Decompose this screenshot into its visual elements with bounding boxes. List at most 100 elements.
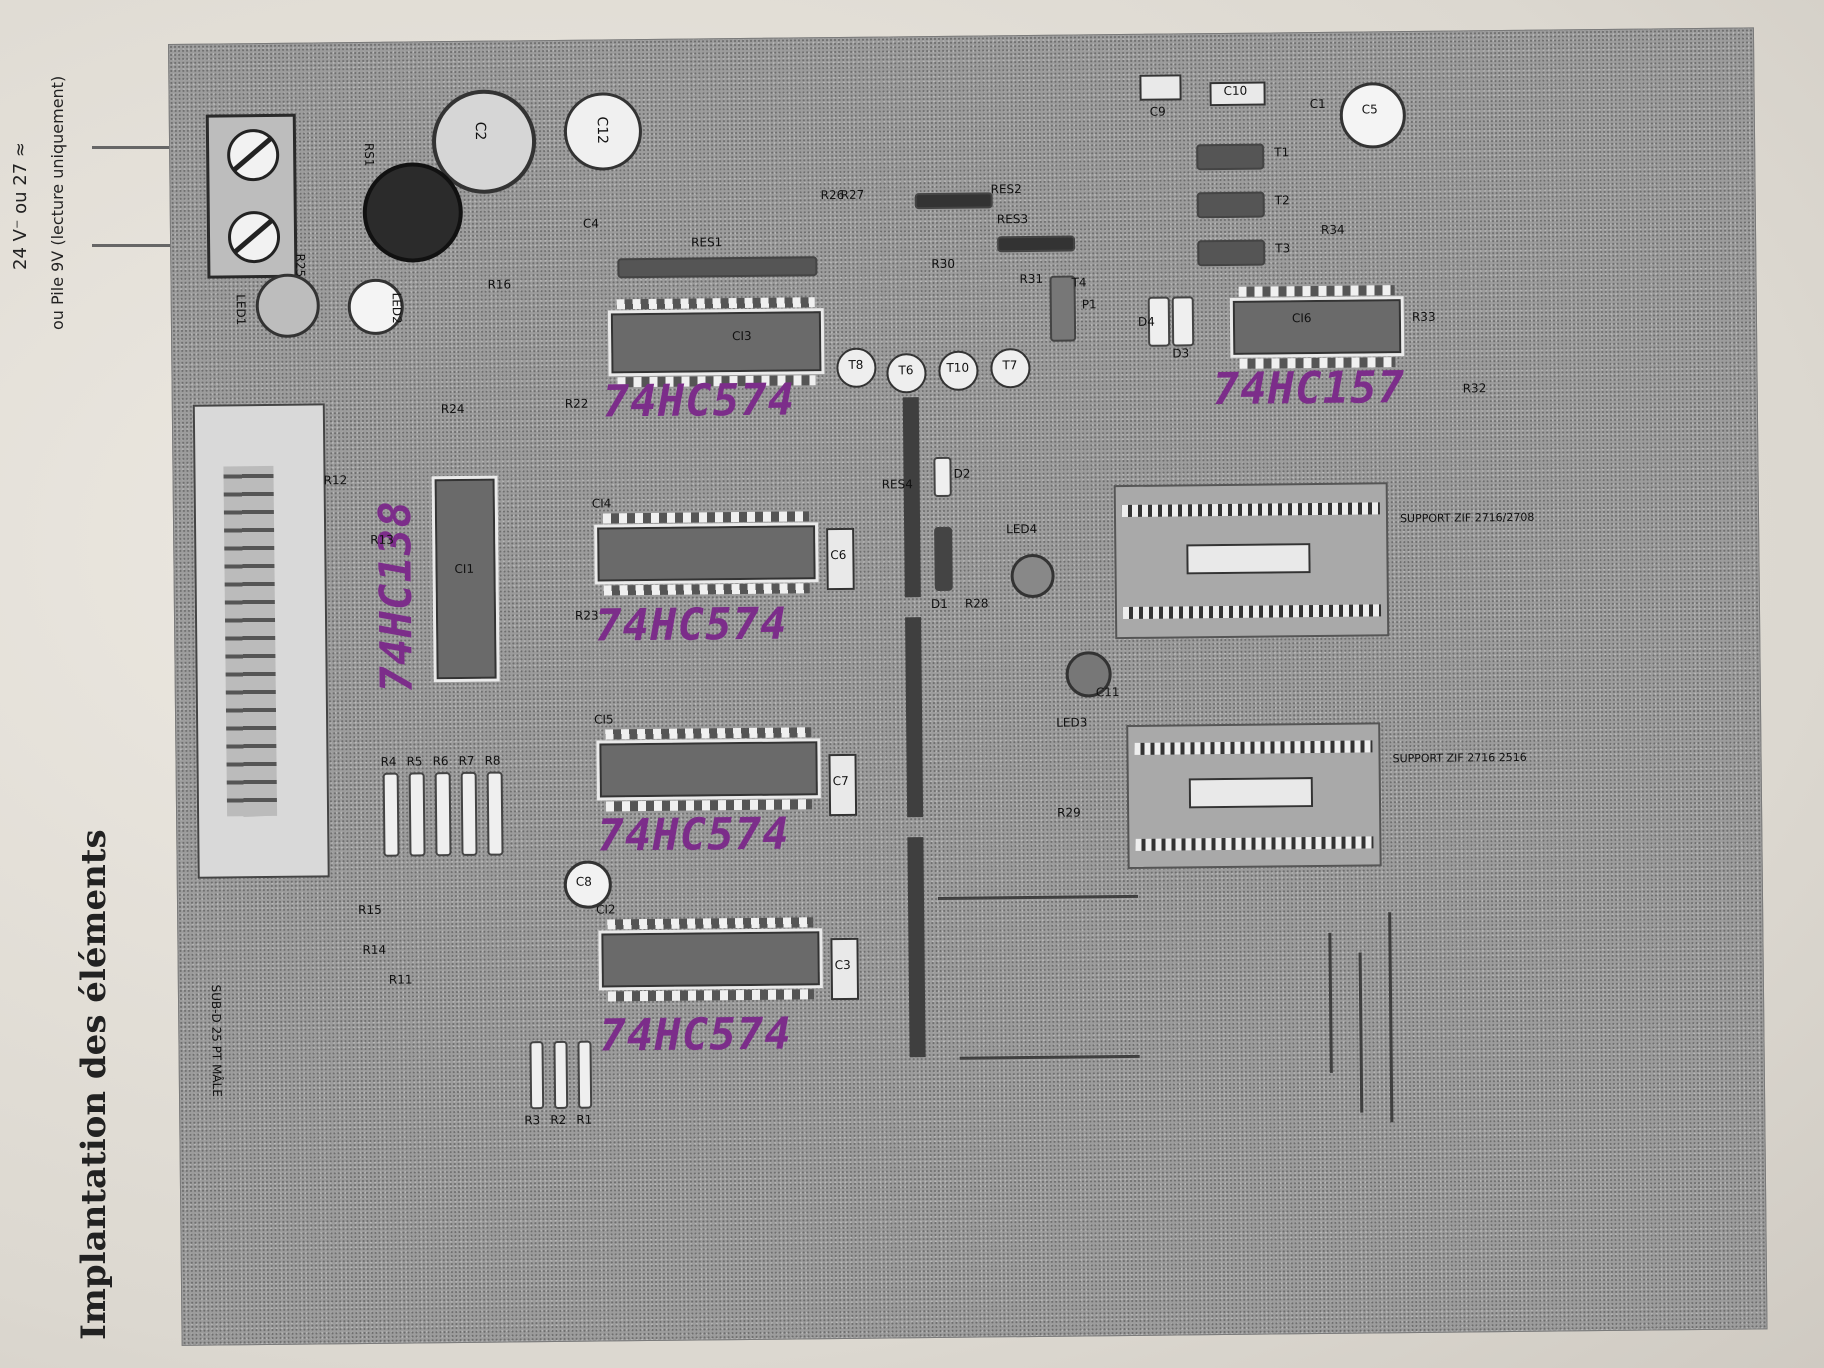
trace-line bbox=[959, 1054, 1140, 1060]
label-ci4: CI4 bbox=[591, 496, 612, 511]
label-r11: R11 bbox=[388, 972, 413, 987]
label-r1: R1 bbox=[576, 1112, 593, 1127]
label-r28: R28 bbox=[964, 596, 989, 611]
label-r4: R4 bbox=[380, 754, 397, 769]
label-c10: C10 bbox=[1223, 83, 1248, 98]
label-r27: R27 bbox=[840, 187, 865, 202]
label-r5: R5 bbox=[406, 754, 423, 769]
label-r14: R14 bbox=[362, 942, 387, 958]
label-res2: RES2 bbox=[990, 182, 1022, 197]
trace-line bbox=[1388, 912, 1394, 1123]
label-r34: R34 bbox=[1320, 222, 1345, 237]
label-r16: R16 bbox=[487, 277, 512, 292]
label-c9: C9 bbox=[1149, 104, 1166, 119]
transistor-t1 bbox=[1196, 143, 1265, 171]
led-4 bbox=[1010, 553, 1055, 599]
screw-terminal-icon bbox=[227, 210, 281, 264]
handwritten-74hc138: 74HC138 bbox=[369, 499, 423, 693]
label-led3: LED3 bbox=[1056, 715, 1088, 730]
label-r23: R23 bbox=[574, 608, 599, 623]
relay-rs1 bbox=[362, 161, 464, 263]
pcb-board: R25 C2 C12 RS1 LED1 LED2 SUB-D 25 PT MÂL… bbox=[168, 27, 1768, 1346]
capacitor-c9 bbox=[1139, 74, 1182, 101]
zif-support-2 bbox=[1126, 722, 1382, 869]
handwritten-74hc574-d: 74HC574 bbox=[599, 1008, 793, 1062]
diode-d3 bbox=[1171, 296, 1195, 347]
ic-ci4-74hc574 bbox=[594, 511, 819, 596]
resistor-r5 bbox=[408, 772, 426, 857]
label-c5: C5 bbox=[1361, 102, 1378, 117]
ic-ci6-74hc157 bbox=[1229, 285, 1405, 369]
label-r15: R15 bbox=[358, 902, 382, 918]
label-res3: RES3 bbox=[996, 212, 1029, 227]
label-support2: SUPPORT ZIF 2716 2516 bbox=[1392, 750, 1527, 766]
supply-label-line1: 24 V⁻ ou 27 ≈ bbox=[10, 141, 31, 270]
label-ci1: CI1 bbox=[454, 561, 475, 577]
label-p1: P1 bbox=[1081, 297, 1097, 312]
supply-label-line2: ou Pile 9V (lecture uniquement) bbox=[48, 75, 67, 330]
label-c7: C7 bbox=[832, 773, 849, 789]
handwritten-74hc574-top: 74HC574 bbox=[602, 374, 796, 428]
label-led2: LED2 bbox=[389, 292, 404, 324]
resistor-r8 bbox=[486, 771, 504, 856]
label-r32: R32 bbox=[1462, 381, 1487, 396]
led-1 bbox=[255, 273, 321, 339]
supply-wire-bottom bbox=[92, 244, 176, 247]
resistor-network-res4 bbox=[902, 397, 921, 598]
ic-ci3-74hc574-top bbox=[607, 297, 825, 388]
label-c1: C1 bbox=[1309, 96, 1326, 112]
label-ci6: CI6 bbox=[1291, 311, 1312, 326]
power-terminal-block bbox=[205, 113, 298, 279]
label-d4: D4 bbox=[1137, 314, 1155, 329]
resistor-network-res3 bbox=[997, 235, 1076, 253]
label-t1: T1 bbox=[1274, 145, 1290, 160]
label-t7: T7 bbox=[1002, 358, 1018, 373]
label-t4: T4 bbox=[1071, 275, 1087, 290]
label-ci5: CI5 bbox=[594, 712, 614, 727]
resistor-r7 bbox=[460, 771, 478, 856]
section-title: Implantation des éléments bbox=[74, 829, 114, 1340]
resistor-r3 bbox=[529, 1041, 545, 1110]
trace-vertical-mid bbox=[905, 617, 924, 818]
eprom-label-box bbox=[1188, 777, 1314, 809]
label-r2: R2 bbox=[550, 1112, 567, 1128]
label-r3: R3 bbox=[524, 1113, 541, 1128]
label-t2: T2 bbox=[1274, 193, 1290, 208]
label-c3: C3 bbox=[834, 957, 851, 973]
resistor-network-res2 bbox=[914, 192, 993, 210]
resistor-r2 bbox=[553, 1040, 569, 1110]
resistor-r6 bbox=[434, 772, 452, 857]
trace-line bbox=[937, 894, 1138, 900]
zif-support-1 bbox=[1113, 482, 1390, 640]
label-t6: T6 bbox=[898, 363, 914, 378]
transistor-t2 bbox=[1196, 191, 1265, 219]
resistor-r4 bbox=[382, 772, 400, 857]
label-r8: R8 bbox=[484, 753, 501, 768]
label-r24: R24 bbox=[440, 401, 465, 417]
diode-d1 bbox=[934, 526, 953, 592]
transistor-t3 bbox=[1197, 239, 1266, 267]
screw-terminal-icon bbox=[226, 128, 280, 182]
diode-d2 bbox=[933, 456, 952, 498]
ic-ci1-74hc138 bbox=[431, 475, 500, 683]
label-c12: C12 bbox=[593, 116, 611, 145]
label-c2: C2 bbox=[471, 121, 489, 141]
ic-ci5-74hc574 bbox=[596, 727, 821, 812]
supply-wire-top bbox=[92, 146, 176, 149]
label-r13: R13 bbox=[370, 532, 394, 547]
resistor-r1 bbox=[577, 1040, 593, 1109]
label-c4: C4 bbox=[582, 216, 599, 231]
label-led1: LED1 bbox=[233, 294, 248, 326]
resistor-network-res1 bbox=[617, 256, 818, 279]
handwritten-74hc157: 74HC157 bbox=[1212, 362, 1406, 416]
label-r33: R33 bbox=[1411, 309, 1436, 324]
ic-ci2-74hc574 bbox=[598, 917, 823, 1002]
label-t8: T8 bbox=[848, 357, 864, 372]
subd-25-connector bbox=[192, 403, 330, 879]
label-ci3: CI3 bbox=[732, 328, 752, 344]
label-r12: R12 bbox=[323, 473, 348, 488]
label-t10: T10 bbox=[946, 360, 970, 375]
label-r6: R6 bbox=[432, 754, 449, 769]
label-d2: D2 bbox=[953, 466, 971, 481]
label-led4: LED4 bbox=[1006, 521, 1038, 537]
